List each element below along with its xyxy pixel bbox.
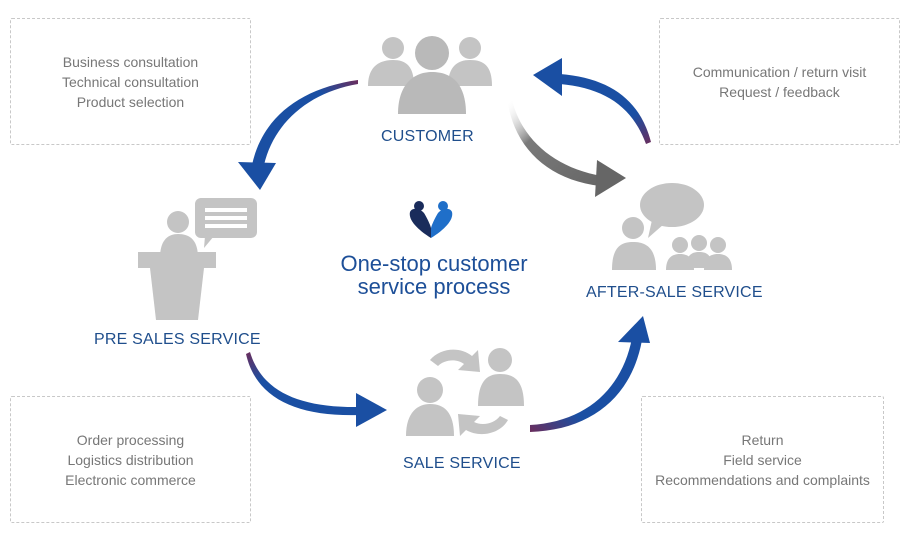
info-line: Field service: [723, 451, 802, 468]
customer-group-icon: [368, 36, 492, 114]
info-line: Order processing: [76, 431, 185, 448]
info-line: Communication / return visit: [692, 63, 867, 80]
center-title: One-stop customer service process: [312, 252, 556, 298]
center-title-line2: service process: [357, 274, 511, 299]
exchange-people-icon: [406, 348, 524, 436]
center-title-line1: One-stop customer: [340, 251, 528, 276]
sale-info-box: Return Field service Recommendations and…: [641, 396, 884, 523]
arrow-aftersale-to-customer: [533, 58, 651, 144]
info-line: Product selection: [76, 93, 185, 110]
info-line: Electronic commerce: [65, 471, 196, 488]
customer-info-box: Business consultation Technical consulta…: [10, 18, 251, 145]
arrow-customer-to-presales: [238, 80, 358, 190]
podium-speaker-icon: [138, 198, 257, 320]
after-sale-label: AFTER-SALE SERVICE: [586, 284, 763, 301]
pre-sales-info-box: Order processing Logistics distribution …: [10, 396, 251, 523]
arrow-sale-to-aftersale: [530, 316, 650, 432]
info-line: Technical consultation: [62, 73, 199, 90]
customer-label: CUSTOMER: [381, 128, 474, 145]
info-line: Recommendations and complaints: [655, 471, 870, 488]
info-line: Logistics distribution: [67, 451, 194, 468]
heart-people-logo: [409, 201, 453, 238]
pre-sales-label: PRE SALES SERVICE: [94, 331, 261, 348]
support-team-icon: [612, 183, 732, 270]
info-line: Business consultation: [62, 53, 199, 70]
info-line: Request / feedback: [719, 83, 840, 100]
arrow-presales-to-sale: [246, 352, 387, 427]
after-sale-info-box: Communication / return visit Request / f…: [659, 18, 900, 145]
info-line: Return: [741, 431, 784, 448]
sale-label: SALE SERVICE: [403, 455, 521, 472]
arrow-customer-to-aftersale: [508, 100, 626, 197]
